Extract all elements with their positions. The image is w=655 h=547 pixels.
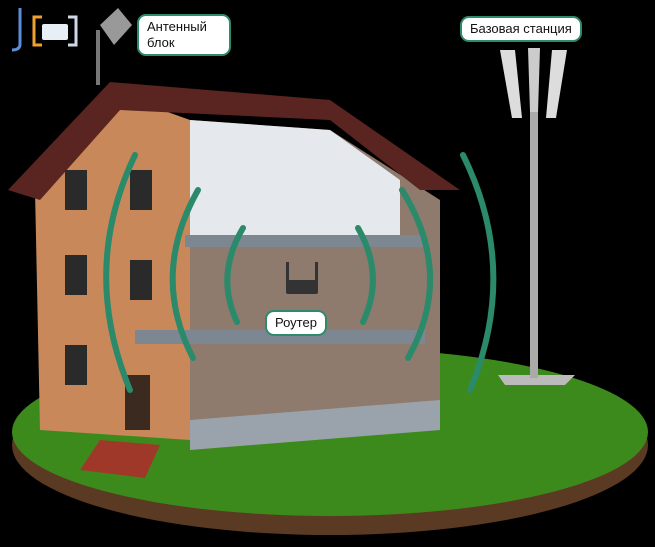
antenna-label: Антенный блок	[137, 14, 231, 56]
window	[130, 260, 152, 300]
roof	[8, 82, 460, 200]
floor-2	[135, 330, 425, 344]
router-icon	[286, 262, 318, 294]
window	[65, 255, 87, 295]
window	[130, 170, 152, 210]
base-station-label: Базовая станция	[460, 16, 582, 42]
router-label: Роутер	[265, 310, 327, 336]
signal-waves	[103, 152, 497, 393]
logo-icon	[11, 8, 78, 52]
house-upper-wall	[190, 120, 400, 240]
base-station-tower-icon	[498, 48, 575, 385]
antenna-icon	[96, 8, 132, 85]
window	[65, 170, 87, 210]
floor-1	[185, 235, 425, 247]
window	[65, 345, 87, 385]
basement	[190, 400, 440, 450]
stairs	[80, 440, 160, 478]
